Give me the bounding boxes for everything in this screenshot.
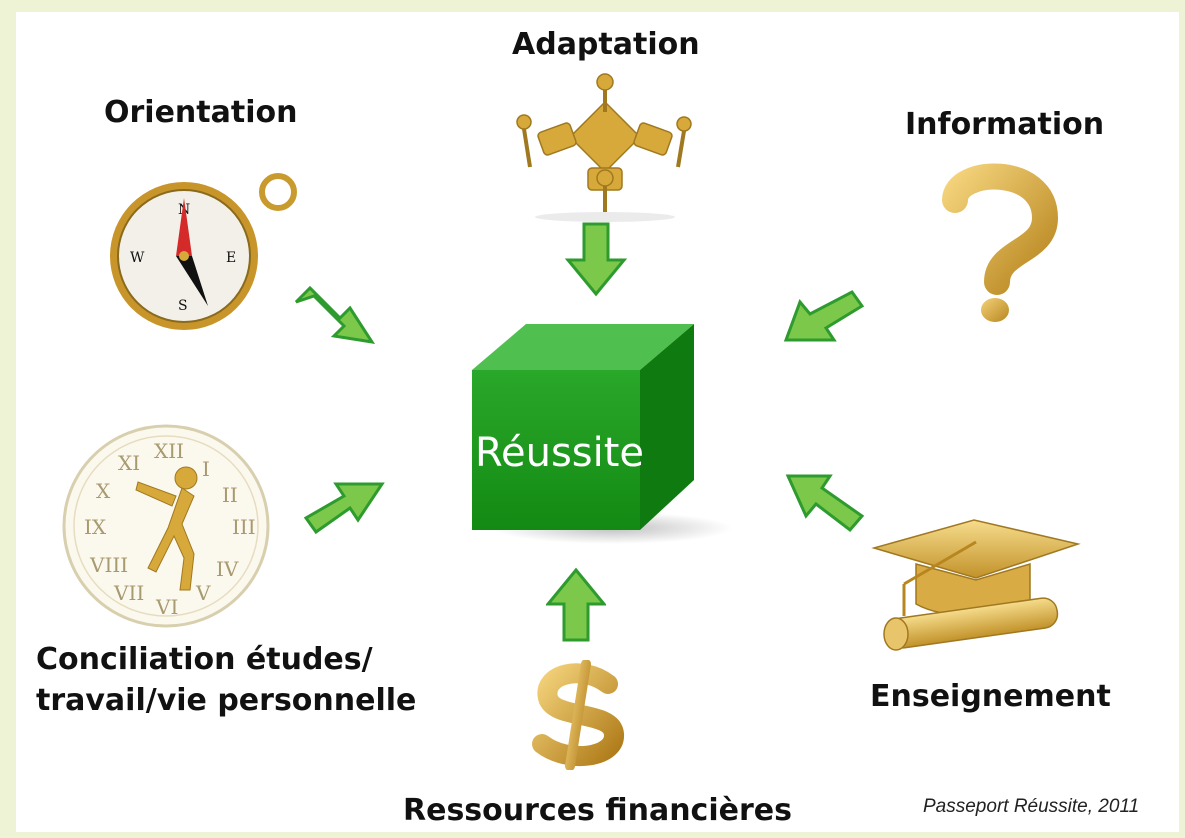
- clock-runner-icon: XII III VI IX I II IV V VII VIII X XI: [62, 424, 270, 628]
- arrow-ressources: [546, 567, 606, 642]
- svg-text:VI: VI: [155, 595, 178, 619]
- svg-text:IX: IX: [84, 515, 107, 539]
- svg-text:W: W: [130, 250, 145, 266]
- arrow-information: [783, 290, 864, 342]
- svg-text:S: S: [178, 298, 188, 314]
- svg-text:VIII: VIII: [89, 553, 128, 577]
- svg-text:II: II: [222, 483, 238, 507]
- arrow-enseignement: [785, 474, 865, 533]
- center-label: Réussite: [475, 430, 645, 476]
- label-information: Information: [905, 107, 1105, 142]
- svg-text:IV: IV: [216, 557, 239, 581]
- graduation-cap-icon: [871, 519, 1081, 651]
- arrow-conciliation: [303, 482, 385, 535]
- svg-text:I: I: [202, 457, 210, 481]
- question-mark-icon: [942, 163, 1059, 322]
- label-enseignement: Enseignement: [870, 679, 1111, 714]
- svg-text:V: V: [195, 581, 211, 605]
- svg-text:VII: VII: [113, 581, 144, 605]
- label-conciliation-line1: Conciliation études/: [36, 642, 373, 677]
- compass-icon: N E S W: [110, 173, 297, 330]
- dollar-sign-icon: [532, 660, 624, 770]
- svg-text:X: X: [96, 479, 111, 503]
- arrow-adaptation: [564, 222, 628, 297]
- svg-text:III: III: [232, 515, 256, 539]
- svg-text:XII: XII: [154, 439, 184, 463]
- label-adaptation: Adaptation: [512, 27, 700, 62]
- label-conciliation-line2: travail/vie personnelle: [36, 683, 417, 718]
- label-orientation: Orientation: [104, 95, 298, 130]
- center-cube: [472, 324, 732, 544]
- source-caption: Passeport Réussite, 2011: [923, 796, 1140, 817]
- puzzle-team-icon: [516, 73, 692, 222]
- svg-text:XI: XI: [118, 451, 140, 475]
- svg-text:E: E: [226, 250, 236, 266]
- label-ressources: Ressources financières: [403, 793, 792, 828]
- arrow-orientation: [294, 285, 376, 345]
